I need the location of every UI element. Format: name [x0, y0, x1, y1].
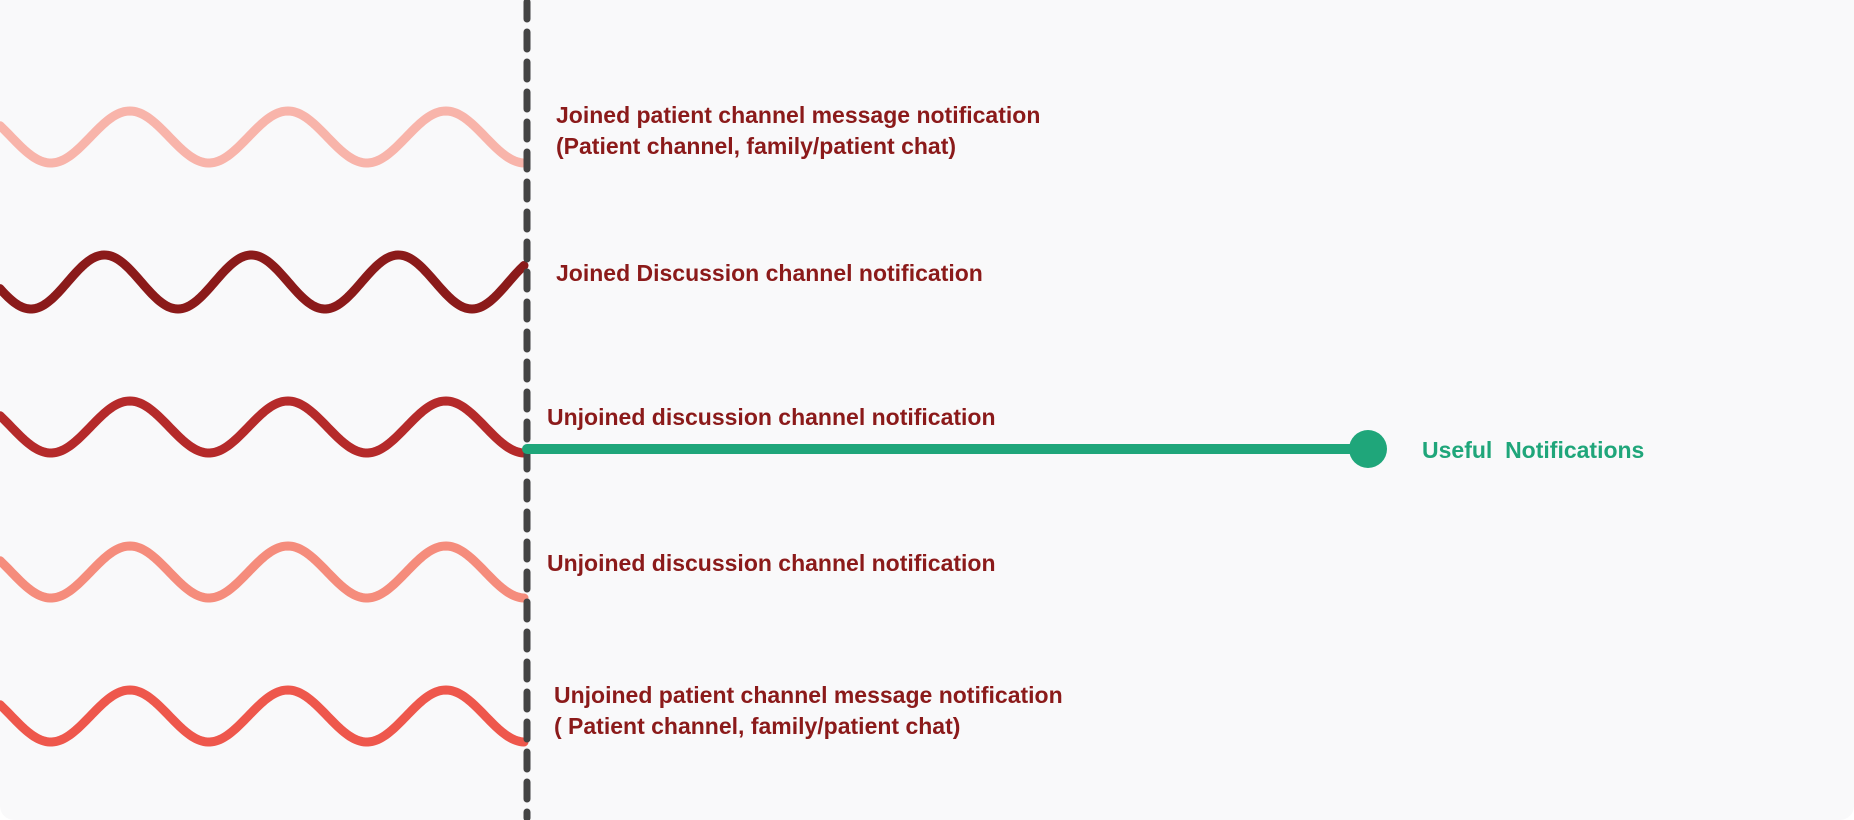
label-line-1: Unjoined discussion channel notification	[547, 404, 996, 430]
label-joined-patient-channel: Joined patient channel message notificat…	[556, 100, 1040, 162]
wave-joined-patient-channel	[0, 106, 529, 168]
wave-unjoined-patient-channel	[0, 685, 529, 747]
label-unjoined-patient-channel: Unjoined patient channel message notific…	[554, 680, 1063, 742]
wave-unjoined-discussion-channel-2	[0, 541, 529, 603]
useful-connector-dot	[1349, 430, 1387, 468]
useful-notifications-label: Useful Notifications	[1422, 437, 1645, 463]
label-line-2: (Patient channel, family/patient chat)	[556, 133, 957, 159]
wave-unjoined-discussion-channel-1	[0, 396, 529, 458]
label-joined-discussion-channel: Joined Discussion channel notification	[556, 258, 983, 289]
label-unjoined-discussion-channel-1: Unjoined discussion channel notification	[547, 402, 996, 433]
label-line-1: Unjoined discussion channel notification	[547, 550, 996, 576]
label-line-1: Joined Discussion channel notification	[556, 260, 983, 286]
label-line-1: Joined patient channel message notificat…	[556, 102, 1041, 128]
label-line-1: Unjoined patient channel message notific…	[554, 682, 1063, 708]
label-unjoined-discussion-channel-2: Unjoined discussion channel notification	[547, 548, 996, 579]
wave-joined-discussion-channel	[0, 250, 529, 314]
label-line-2: ( Patient channel, family/patient chat)	[554, 713, 961, 739]
